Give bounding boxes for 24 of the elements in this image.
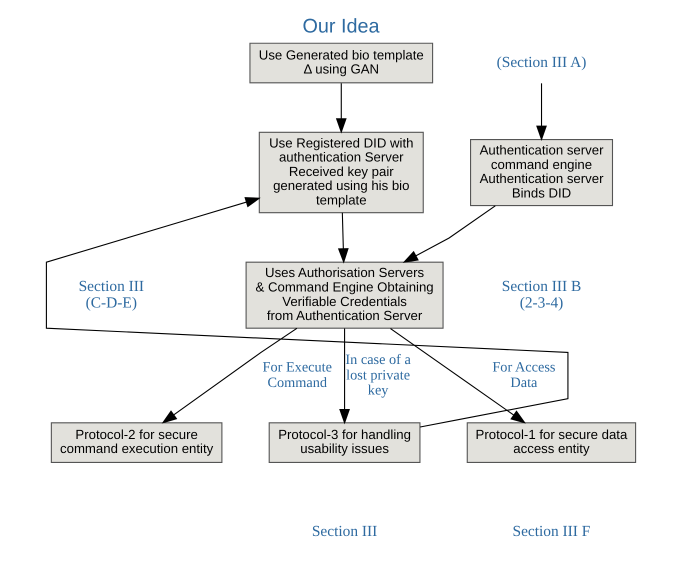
edge-label: For Execute Command: [262, 360, 332, 391]
label: Section III B (2-3-4): [501, 278, 581, 312]
arrow: [337, 212, 348, 264]
node-box: Protocol-3 for handling usability issues: [268, 422, 420, 463]
node-box: Protocol-1 for secure data access entity: [466, 422, 636, 463]
arrow: [402, 205, 496, 263]
node-text: (Section III A): [496, 54, 586, 72]
node-box: Use Generated bio template Δ using GAN: [248, 42, 433, 84]
node-box: Authentication server command engine Authentication server Binds DID: [470, 138, 613, 206]
diagram-title: Our Idea: [302, 16, 380, 38]
arrow: [536, 83, 546, 142]
label: Section III F: [512, 522, 590, 540]
edge-label: For Access Data: [492, 360, 555, 391]
label: Section III: [311, 522, 377, 540]
arrow: [390, 328, 526, 424]
arrow: [161, 328, 297, 424]
arrow: [45, 197, 568, 428]
node-box: Protocol-2 for secure command execution entity: [50, 422, 222, 463]
arrow: [338, 328, 350, 424]
node-box: Uses Authorisation Servers & Command Engine Obtaining Verifiable Credentials from Authentication Server: [245, 262, 444, 329]
label: Section III (C-D-E): [78, 278, 144, 312]
edge-label: In case of a lost private key: [344, 352, 410, 399]
arrow: [335, 83, 346, 134]
node-box: Use Registered DID with authentication Server Received key pair generated using his bio template: [258, 132, 424, 214]
